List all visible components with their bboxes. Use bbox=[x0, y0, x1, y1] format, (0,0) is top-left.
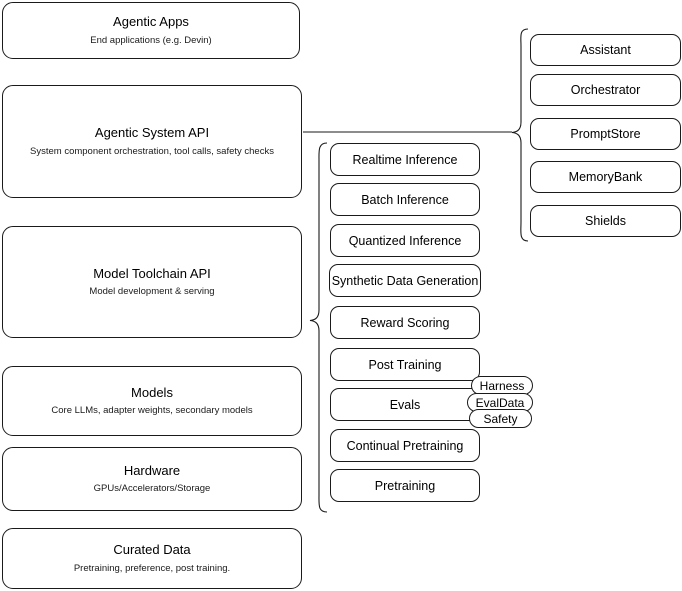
system-components-brace bbox=[511, 28, 529, 242]
item-label: Batch Inference bbox=[361, 192, 449, 207]
layer-title: Hardware bbox=[123, 462, 181, 478]
item-label: Reward Scoring bbox=[360, 315, 450, 330]
toolchain-item-pretraining[interactable]: Pretraining bbox=[330, 469, 480, 502]
toolchain-items-brace bbox=[309, 142, 328, 513]
badge-label: EvalData bbox=[475, 395, 525, 410]
item-label: Continual Pretraining bbox=[346, 438, 464, 453]
item-label: Post Training bbox=[368, 357, 442, 372]
layer-title: Agentic Apps bbox=[113, 14, 189, 30]
toolchain-item-quantized-inference[interactable]: Quantized Inference bbox=[330, 224, 480, 257]
item-label: Quantized Inference bbox=[348, 233, 462, 248]
layer-model-toolchain-api[interactable]: Model Toolchain API Model development & … bbox=[2, 226, 302, 338]
item-label: Evals bbox=[389, 397, 421, 412]
toolchain-item-continual-pretraining[interactable]: Continual Pretraining bbox=[330, 429, 480, 462]
system-item-assistant[interactable]: Assistant bbox=[530, 34, 681, 66]
layer-subtitle: System component orchestration, tool cal… bbox=[30, 145, 274, 157]
toolchain-item-realtime-inference[interactable]: Realtime Inference bbox=[330, 143, 480, 176]
layer-models[interactable]: Models Core LLMs, adapter weights, secon… bbox=[2, 366, 302, 436]
layer-title: Model Toolchain API bbox=[93, 265, 211, 281]
layer-subtitle: Pretraining, preference, post training. bbox=[73, 562, 231, 574]
item-label: Shields bbox=[585, 214, 626, 228]
badge-label: Safety bbox=[483, 411, 518, 426]
system-item-orchestrator[interactable]: Orchestrator bbox=[530, 74, 681, 106]
evals-badge-safety[interactable]: Safety bbox=[469, 409, 532, 428]
system-item-shields[interactable]: Shields bbox=[530, 205, 681, 237]
layer-agentic-apps[interactable]: Agentic Apps End applications (e.g. Devi… bbox=[2, 2, 300, 59]
layer-curated-data[interactable]: Curated Data Pretraining, preference, po… bbox=[2, 528, 302, 589]
item-label: PromptStore bbox=[570, 127, 641, 141]
layer-agentic-system-api[interactable]: Agentic System API System component orch… bbox=[2, 85, 302, 198]
toolchain-item-post-training[interactable]: Post Training bbox=[330, 348, 480, 381]
layer-subtitle: Model development & serving bbox=[89, 286, 215, 298]
item-label: MemoryBank bbox=[568, 170, 643, 184]
layer-title: Curated Data bbox=[113, 542, 191, 558]
item-label: Orchestrator bbox=[570, 83, 641, 97]
layer-subtitle: End applications (e.g. Devin) bbox=[90, 34, 212, 46]
system-item-memorybank[interactable]: MemoryBank bbox=[530, 161, 681, 193]
toolchain-item-batch-inference[interactable]: Batch Inference bbox=[330, 183, 480, 216]
item-label: Pretraining bbox=[374, 478, 436, 493]
item-label: Assistant bbox=[580, 43, 631, 57]
item-label: Synthetic Data Generation bbox=[331, 273, 479, 288]
item-label: Realtime Inference bbox=[352, 152, 458, 167]
layer-subtitle: GPUs/Accelerators/Storage bbox=[93, 483, 211, 495]
toolchain-item-reward-scoring[interactable]: Reward Scoring bbox=[330, 306, 480, 339]
layer-hardware[interactable]: Hardware GPUs/Accelerators/Storage bbox=[2, 447, 302, 511]
layer-title: Agentic System API bbox=[94, 125, 210, 141]
badge-label: Harness bbox=[479, 378, 525, 393]
layer-title: Models bbox=[131, 384, 173, 400]
system-item-promptstore[interactable]: PromptStore bbox=[530, 118, 681, 150]
toolchain-item-synthetic-data-generation[interactable]: Synthetic Data Generation bbox=[329, 264, 481, 297]
layer-subtitle: Core LLMs, adapter weights, secondary mo… bbox=[51, 405, 253, 417]
toolchain-item-evals[interactable]: Evals bbox=[330, 388, 480, 421]
